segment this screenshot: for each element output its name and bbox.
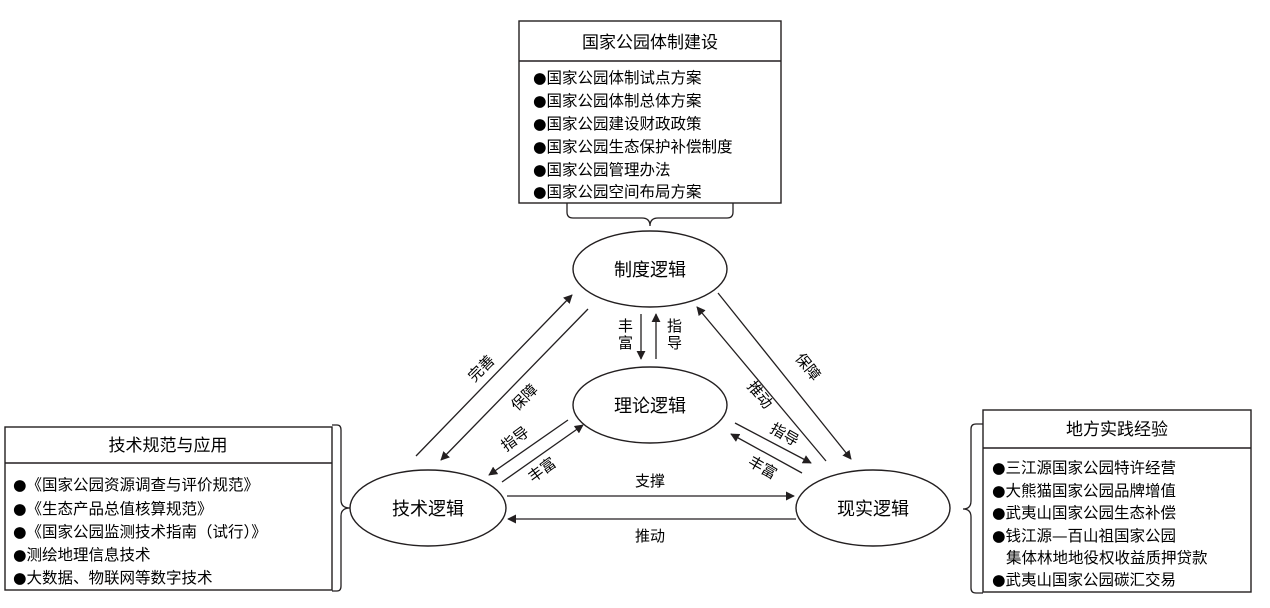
arrow-theory-to-technical: [488, 419, 569, 476]
arrow-practice-to-institution: [696, 306, 827, 462]
label-improve: 完善: [464, 351, 498, 385]
theory-logic-label: 理论逻辑: [614, 396, 686, 417]
label-enrich-right: 丰富: [745, 452, 780, 483]
label-guide-left: 指导: [498, 423, 533, 455]
practice-logic-node: 现实逻辑: [795, 469, 951, 547]
label-guide-top: 指导: [665, 318, 683, 352]
local-item: ●武夷山国家公园碳汇交易: [992, 571, 1176, 589]
label-enrich-left: 丰富: [525, 454, 560, 486]
label-guarantee-right: 保障: [791, 350, 824, 385]
local-item: 集体林地地役权收益质押贷款: [1006, 549, 1208, 567]
technical-item: ●《生态产品总值核算规范》: [13, 499, 213, 518]
institution-item: ●国家公园管理办法: [533, 161, 671, 179]
local-item: ●大熊猫国家公园品牌增值: [992, 482, 1176, 500]
technical-logic-node: 技术逻辑: [349, 469, 507, 547]
practice-logic-label: 现实逻辑: [837, 499, 909, 520]
institution-logic-label: 制度逻辑: [614, 260, 686, 281]
arrow-institution-to-practice: [717, 292, 852, 460]
local-item: ●三江源国家公园特许经营: [992, 459, 1176, 477]
arrow-practice-to-theory: [730, 433, 803, 474]
technical-logic-label: 技术逻辑: [392, 499, 464, 520]
institution-box: 国家公园体制建设 ●国家公园体制试点方案 ●国家公园体制总体方案 ●国家公园建设…: [518, 20, 782, 204]
technical-item: ●《国家公园监测技术指南（试行）》: [13, 523, 267, 541]
institution-item: ●国家公园体制总体方案: [533, 92, 702, 110]
technical-bracket: [332, 424, 351, 592]
technical-item: ●测绘地理信息技术: [13, 546, 151, 564]
technical-item: ●大数据、物联网等数字技术: [13, 569, 213, 587]
arrow-theory-to-practice: [734, 422, 812, 464]
local-bracket: [962, 423, 983, 594]
institution-item: ●国家公园生态保护补偿制度: [533, 138, 733, 156]
technical-item: ●《国家公园资源调查与评价规范》: [13, 476, 259, 494]
technical-box: 技术规范与应用 ●《国家公园资源调查与评价规范》 ●《生态产品总值核算规范》 ●…: [4, 426, 333, 591]
local-box-title: 地方实践经验: [1066, 420, 1168, 440]
institution-item: ●国家公园建设财政政策: [533, 115, 702, 133]
institution-bracket: [566, 203, 734, 227]
institution-item: ●国家公园空间布局方案: [533, 183, 702, 201]
label-promote-right: 推动: [743, 378, 776, 413]
arrow-technical-to-institution: [415, 294, 573, 457]
local-item: ●武夷山国家公园生态补偿: [992, 504, 1176, 522]
institution-item: ●国家公园体制试点方案: [533, 69, 702, 87]
label-promote-bottom: 推动: [635, 527, 665, 545]
institution-logic-node: 制度逻辑: [572, 230, 728, 308]
label-enrich-top: 丰富: [616, 318, 634, 352]
arrow-institution-to-technical: [440, 308, 589, 461]
label-guide-right: 指导: [767, 419, 802, 450]
local-box: 地方实践经验 ●三江源国家公园特许经营 ●大熊猫国家公园品牌增值 ●武夷山国家公…: [982, 409, 1252, 593]
local-item: ●钱江源—百山祖国家公园: [992, 527, 1176, 545]
arrow-technical-to-theory: [501, 424, 584, 483]
theory-logic-node: 理论逻辑: [572, 366, 728, 444]
label-support: 支撑: [635, 472, 665, 490]
technical-box-title: 技术规范与应用: [109, 436, 228, 456]
institution-box-title: 国家公园体制建设: [582, 33, 718, 53]
